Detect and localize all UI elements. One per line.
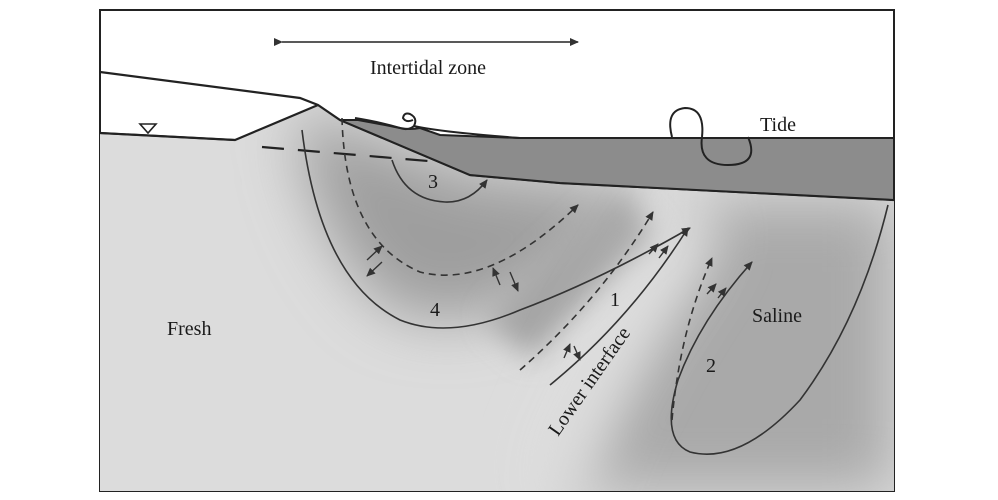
salinity-shading — [300, 110, 894, 491]
cell-2-dashed-flowline — [671, 257, 713, 421]
cell-number-2: 2 — [706, 355, 716, 377]
cell-1-solid-flowline — [549, 227, 689, 386]
intertidal-zone-label: Intertidal zone — [370, 57, 486, 79]
dispersion-arrows — [366, 243, 727, 361]
cell-4-outer-flowline — [301, 129, 691, 329]
cell-number-1: 1 — [610, 289, 620, 311]
cell-3-flowline — [391, 159, 488, 203]
fresh-label: Fresh — [167, 318, 211, 340]
tide-label: Tide — [760, 114, 796, 136]
cell-4-inner-dashed-flowline — [341, 117, 579, 276]
saline-label: Saline — [752, 305, 802, 327]
tide-icon — [669, 106, 753, 167]
mean-water-table-dashed — [261, 145, 441, 164]
cell-1-dashed-flowline — [519, 211, 654, 371]
water-table-icon — [138, 123, 158, 135]
breaking-wave — [354, 112, 417, 131]
water-table-line — [100, 132, 236, 141]
cell-2-solid-flowline — [670, 204, 889, 455]
cell-number-4: 4 — [430, 299, 440, 321]
cell-number-3: 3 — [428, 171, 438, 193]
